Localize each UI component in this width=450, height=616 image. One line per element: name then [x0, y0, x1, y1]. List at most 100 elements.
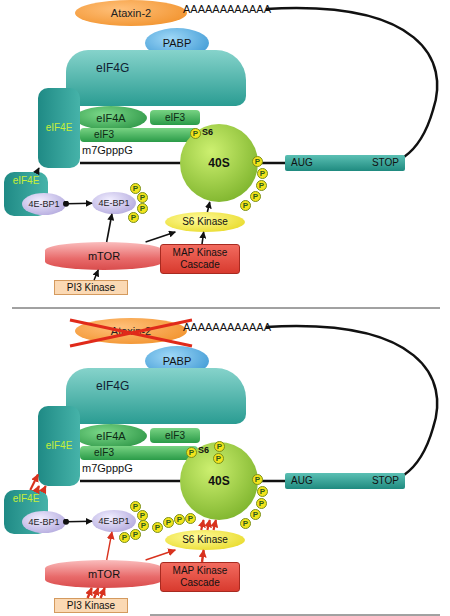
- node-label: 4E-BP1: [28, 198, 59, 210]
- mtor-kinase: mTOR: [45, 560, 163, 588]
- node-label: MAP Kinase Cascade: [161, 247, 239, 271]
- signal-arrow: [88, 588, 92, 598]
- node-label: eIF4E: [46, 122, 73, 134]
- map-kinase-cascade: MAP Kinase Cascade: [160, 562, 240, 592]
- signal-arrow: [201, 520, 203, 530]
- node-label: STOP: [372, 475, 399, 487]
- phospho-mark: P: [256, 498, 267, 509]
- node-label: eIF4E: [13, 175, 40, 187]
- phospho-mark: P: [190, 128, 201, 139]
- signal-arrow: [207, 520, 209, 530]
- poly-a-tail: AAAAAAAAAAAA: [183, 321, 271, 333]
- phospho-mark: P: [137, 192, 148, 203]
- node-label: Ataxin-2: [111, 7, 151, 19]
- mtor-kinase: mTOR: [45, 242, 163, 270]
- 4e-bp1-protein: 4E-BP1: [92, 510, 136, 532]
- node-label: eIF4E: [13, 493, 40, 505]
- node-label: mTOR: [88, 568, 120, 580]
- mrna-loop: [266, 8, 437, 157]
- phospho-mark: P: [186, 447, 197, 458]
- phospho-mark: P: [250, 191, 261, 202]
- ataxin-2-protein: Ataxin-2: [75, 318, 187, 344]
- node-label: MAP Kinase Cascade: [161, 565, 239, 589]
- phospho-mark: P: [174, 514, 185, 525]
- phospho-mark: P: [214, 441, 225, 452]
- phospho-mark: P: [119, 532, 130, 543]
- node-label: Ataxin-2: [111, 325, 151, 337]
- cap-structure: m7GpppG: [82, 462, 133, 474]
- eif3-subunit: eIF3: [150, 110, 200, 125]
- phospho-mark: P: [252, 156, 263, 167]
- cap-structure: m7GpppG: [82, 144, 133, 156]
- mrna-coding-region: AUG STOP: [285, 155, 405, 171]
- phospho-mark: P: [185, 513, 196, 524]
- eif4e-cap-binding: eIF4E: [38, 406, 80, 486]
- node-label: PABP: [163, 37, 192, 49]
- eif3-subunit: eIF3: [150, 428, 200, 443]
- 4e-bp1-protein: 4E-BP1: [22, 511, 66, 533]
- node-label: eIF4E: [46, 440, 73, 452]
- phospho-mark: P: [138, 520, 149, 531]
- pi3-kinase: PI3 Kinase: [54, 280, 128, 295]
- node-label: STOP: [372, 157, 399, 169]
- signal-arrow: [44, 486, 46, 490]
- ataxin-2-protein: Ataxin-2: [75, 0, 187, 26]
- panel-separator: [150, 615, 440, 616]
- node-label: 4E-BP1: [98, 197, 129, 209]
- node-label: 4E-BP1: [28, 516, 59, 528]
- eif4g-scaffold: eIF4G: [66, 368, 246, 424]
- node-label: S6 Kinase: [182, 216, 228, 228]
- signal-arrow: [66, 521, 92, 523]
- 4e-bp1-protein: 4E-BP1: [22, 193, 66, 215]
- node-label: eIF3: [94, 129, 114, 141]
- map-kinase-cascade: MAP Kinase Cascade: [160, 244, 240, 274]
- node-label: S6 Kinase: [182, 534, 228, 546]
- poly-a-tail: AAAAAAAAAAAA: [183, 3, 271, 15]
- phospho-mark: P: [257, 168, 268, 179]
- signal-arrow: [94, 270, 98, 280]
- mrna-loop: [266, 326, 437, 475]
- phospho-mark: P: [252, 474, 263, 485]
- signal-arrow: [146, 550, 176, 560]
- eif4a-helicase: eIF4A: [75, 424, 147, 448]
- eif3-subunit: eIF3: [80, 128, 198, 142]
- 4e-bp1-protein: 4E-BP1: [92, 192, 136, 214]
- node-label: PI3 Kinase: [67, 282, 115, 294]
- eif3-subunit: eIF3: [80, 446, 198, 460]
- signal-arrow: [202, 232, 204, 244]
- phospho-mark: P: [240, 518, 251, 529]
- signal-arrow: [214, 520, 216, 530]
- signal-arrow: [146, 232, 176, 242]
- node-label: AUG: [291, 157, 313, 169]
- signal-arrow: [107, 532, 112, 560]
- signal-arrow: [202, 550, 204, 562]
- node-label: PI3 Kinase: [67, 600, 115, 612]
- s6-kinase: S6 Kinase: [165, 530, 245, 550]
- phospho-mark: P: [130, 529, 141, 540]
- signal-arrow: [107, 214, 112, 242]
- mrna-coding-region: AUGSTOP: [285, 473, 405, 489]
- phospho-mark: P: [240, 200, 251, 211]
- signal-arrow: [101, 588, 105, 598]
- node-label: eIF3: [165, 112, 185, 124]
- s6-kinase: S6 Kinase: [165, 212, 245, 232]
- node-label: PABP: [163, 355, 192, 367]
- phospho-mark: P: [250, 509, 261, 520]
- signal-arrow: [30, 475, 38, 490]
- node-label: eIF4A: [96, 112, 125, 124]
- panel-separator: [12, 308, 440, 309]
- node-label: mTOR: [88, 250, 120, 262]
- signal-arrow: [94, 588, 98, 598]
- signal-arrow: [66, 203, 92, 205]
- phospho-mark: P: [152, 522, 163, 533]
- phospho-mark: P: [213, 453, 224, 464]
- eif4g-scaffold: eIF4G: [66, 50, 246, 106]
- node-label: eIF3: [94, 447, 114, 459]
- eif4a-helicase: eIF4A: [75, 106, 147, 130]
- node-label: eIF4A: [96, 430, 125, 442]
- node-label: 4E-BP1: [98, 515, 129, 527]
- protein-name: S6: [198, 444, 209, 456]
- phospho-mark: P: [257, 486, 268, 497]
- node-label: eIF4G: [96, 380, 129, 392]
